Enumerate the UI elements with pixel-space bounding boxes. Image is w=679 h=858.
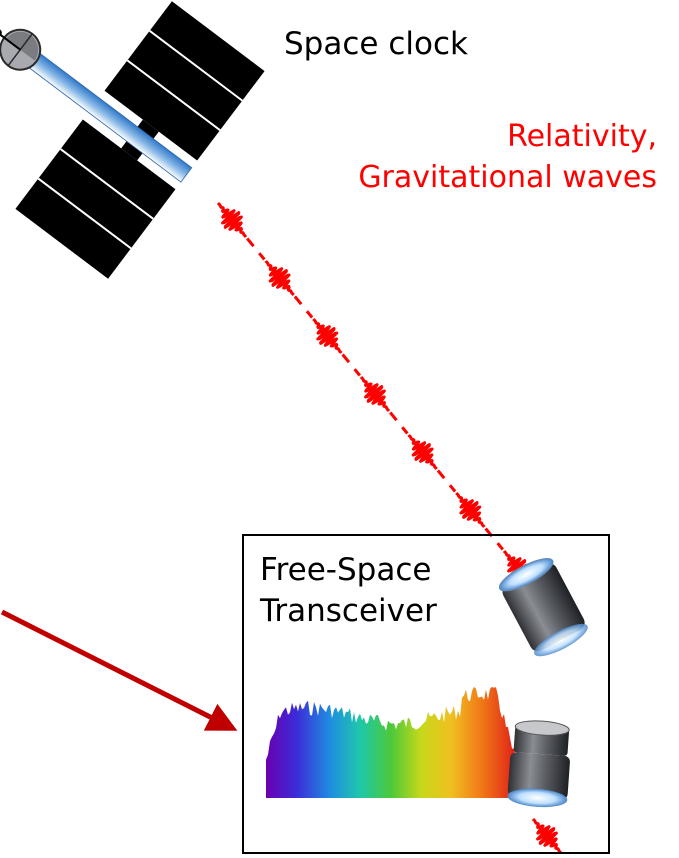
- optical-link-dash: [246, 237, 266, 261]
- transceiver-box: [242, 534, 610, 854]
- science-goal-relativity: Relativity,: [507, 119, 657, 154]
- optical-link-dash: [389, 411, 409, 435]
- optical-link-dash: [341, 353, 361, 377]
- optical-link-dash: [293, 295, 314, 319]
- solar-panel-lower: [15, 119, 176, 279]
- transceiver-label-line2: Transceiver: [260, 593, 437, 629]
- optical-pulse-icon: [455, 492, 486, 528]
- optical-pulse-icon: [359, 376, 391, 412]
- science-goals-label: Relativity, Gravitational waves: [358, 116, 657, 198]
- optical-link-dash: [436, 469, 457, 493]
- transceiver-label: Free-Space Transceiver: [260, 550, 437, 632]
- optical-link-dash: [484, 527, 504, 551]
- optical-pulse-icon: [216, 202, 248, 238]
- solar-panel-upper: [104, 1, 265, 161]
- space-clock-label: Space clock: [284, 26, 468, 62]
- science-goal-gravitational-waves: Gravitational waves: [358, 160, 657, 195]
- optical-pulse-icon: [264, 260, 295, 296]
- optical-pulse-icon: [312, 318, 343, 354]
- telescope-icon: [498, 558, 588, 657]
- telescope-icon-lower: [507, 720, 570, 808]
- satellite-dish: [0, 28, 42, 71]
- transceiver-label-line1: Free-Space: [260, 552, 432, 588]
- optical-pulse-icon: [407, 434, 438, 470]
- optical-pulse-icon-output: [531, 818, 563, 854]
- arrow-icon: [0, 609, 238, 731]
- frequency-comb-spectrum-icon: [266, 686, 516, 798]
- satellite-body: [29, 53, 192, 183]
- satellite-icon: [0, 1, 265, 279]
